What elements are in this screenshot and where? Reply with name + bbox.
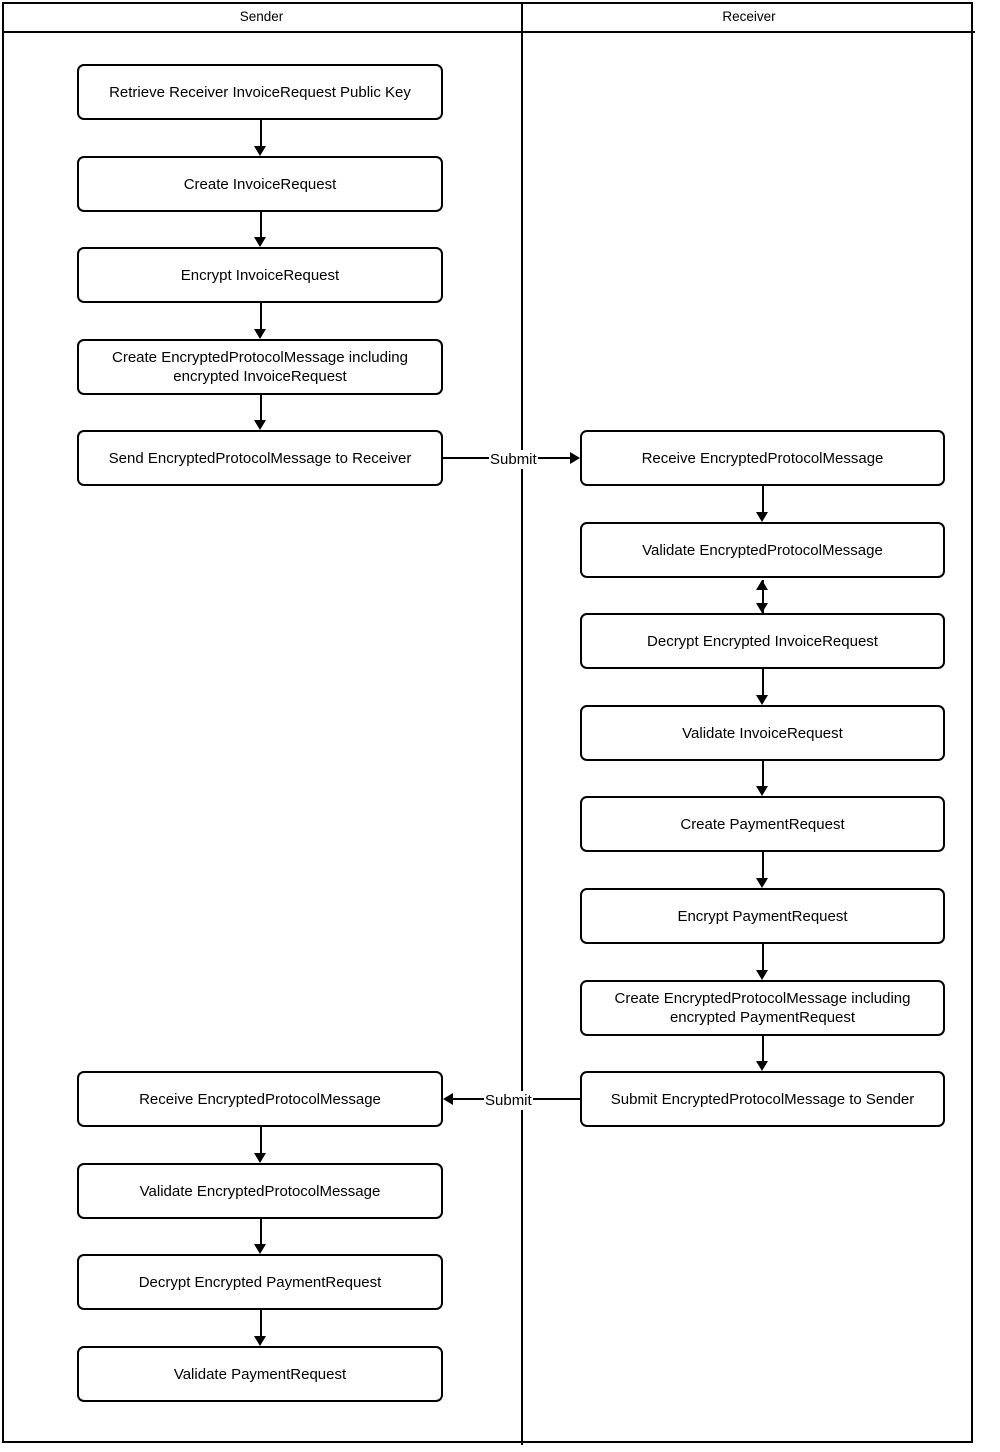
node-receiver-validate-encryptedprotocolmessage[interactable]: Validate EncryptedProtocolMessage — [580, 522, 945, 578]
arrowhead-r8-s6 — [443, 1093, 453, 1105]
node-create-paymentrequest[interactable]: Create PaymentRequest — [580, 796, 945, 852]
connector-r5-r6 — [762, 852, 764, 878]
arrowhead-r2-r3-down — [756, 603, 768, 613]
lane-vertical-divider — [521, 2, 523, 1445]
node-validate-invoicerequest[interactable]: Validate InvoiceRequest — [580, 705, 945, 761]
connector-s3-s4 — [260, 303, 262, 329]
arrowhead-s5-r1 — [570, 452, 580, 464]
lane-title-receiver: Receiver — [722, 9, 776, 24]
connector-s8-s9 — [260, 1310, 262, 1336]
node-create-encryptedprotocolmessage-invoicerequest[interactable]: Create EncryptedProtocolMessage includin… — [77, 339, 443, 395]
lane-title-sender: Sender — [239, 9, 284, 24]
arrowhead-s1-s2 — [254, 146, 266, 156]
arrowhead-r4-r5 — [756, 786, 768, 796]
edge-label-submit-to-receiver: Submit — [489, 450, 538, 469]
node-create-invoicerequest[interactable]: Create InvoiceRequest — [77, 156, 443, 212]
node-send-encryptedprotocolmessage-to-receiver[interactable]: Send EncryptedProtocolMessage to Receive… — [77, 430, 443, 486]
connector-s1-s2 — [260, 120, 262, 146]
node-retrieve-receiver-public-key[interactable]: Retrieve Receiver InvoiceRequest Public … — [77, 64, 443, 120]
arrowhead-s2-s3 — [254, 237, 266, 247]
node-validate-paymentrequest[interactable]: Validate PaymentRequest — [77, 1346, 443, 1402]
connector-r3-r4 — [762, 669, 764, 695]
arrowhead-r1-r2 — [756, 512, 768, 522]
arrowhead-s4-s5 — [254, 420, 266, 430]
connector-r2-r3-bidirectional — [762, 580, 764, 613]
node-receiver-receive-encryptedprotocolmessage[interactable]: Receive EncryptedProtocolMessage — [580, 430, 945, 486]
node-decrypt-encrypted-paymentrequest[interactable]: Decrypt Encrypted PaymentRequest — [77, 1254, 443, 1310]
connector-s7-s8 — [260, 1219, 262, 1244]
node-decrypt-encrypted-invoicerequest[interactable]: Decrypt Encrypted InvoiceRequest — [580, 613, 945, 669]
arrowhead-s6-s7 — [254, 1153, 266, 1163]
arrowhead-r3-r4 — [756, 695, 768, 705]
arrowhead-s3-s4 — [254, 329, 266, 339]
connector-s6-s7 — [260, 1127, 262, 1153]
lane-header-divider — [2, 31, 975, 33]
node-sender-receive-encryptedprotocolmessage[interactable]: Receive EncryptedProtocolMessage — [77, 1071, 443, 1127]
node-encrypt-paymentrequest[interactable]: Encrypt PaymentRequest — [580, 888, 945, 944]
connector-s2-s3 — [260, 212, 262, 237]
node-encrypt-invoicerequest[interactable]: Encrypt InvoiceRequest — [77, 247, 443, 303]
connector-s4-s5 — [260, 395, 262, 420]
arrowhead-r3-r2-up — [756, 580, 768, 590]
connector-r6-r7 — [762, 944, 764, 970]
connector-r1-r2 — [762, 486, 764, 512]
arrowhead-r6-r7 — [756, 970, 768, 980]
connector-r7-r8 — [762, 1036, 764, 1061]
edge-label-submit-to-sender: Submit — [484, 1091, 533, 1110]
node-create-encryptedprotocolmessage-paymentrequest[interactable]: Create EncryptedProtocolMessage includin… — [580, 980, 945, 1036]
connector-r4-r5 — [762, 761, 764, 786]
arrowhead-s7-s8 — [254, 1244, 266, 1254]
node-submit-encryptedprotocolmessage-to-sender[interactable]: Submit EncryptedProtocolMessage to Sende… — [580, 1071, 945, 1127]
arrowhead-r5-r6 — [756, 878, 768, 888]
node-sender-validate-encryptedprotocolmessage[interactable]: Validate EncryptedProtocolMessage — [77, 1163, 443, 1219]
arrowhead-s8-s9 — [254, 1336, 266, 1346]
arrowhead-r7-r8 — [756, 1061, 768, 1071]
